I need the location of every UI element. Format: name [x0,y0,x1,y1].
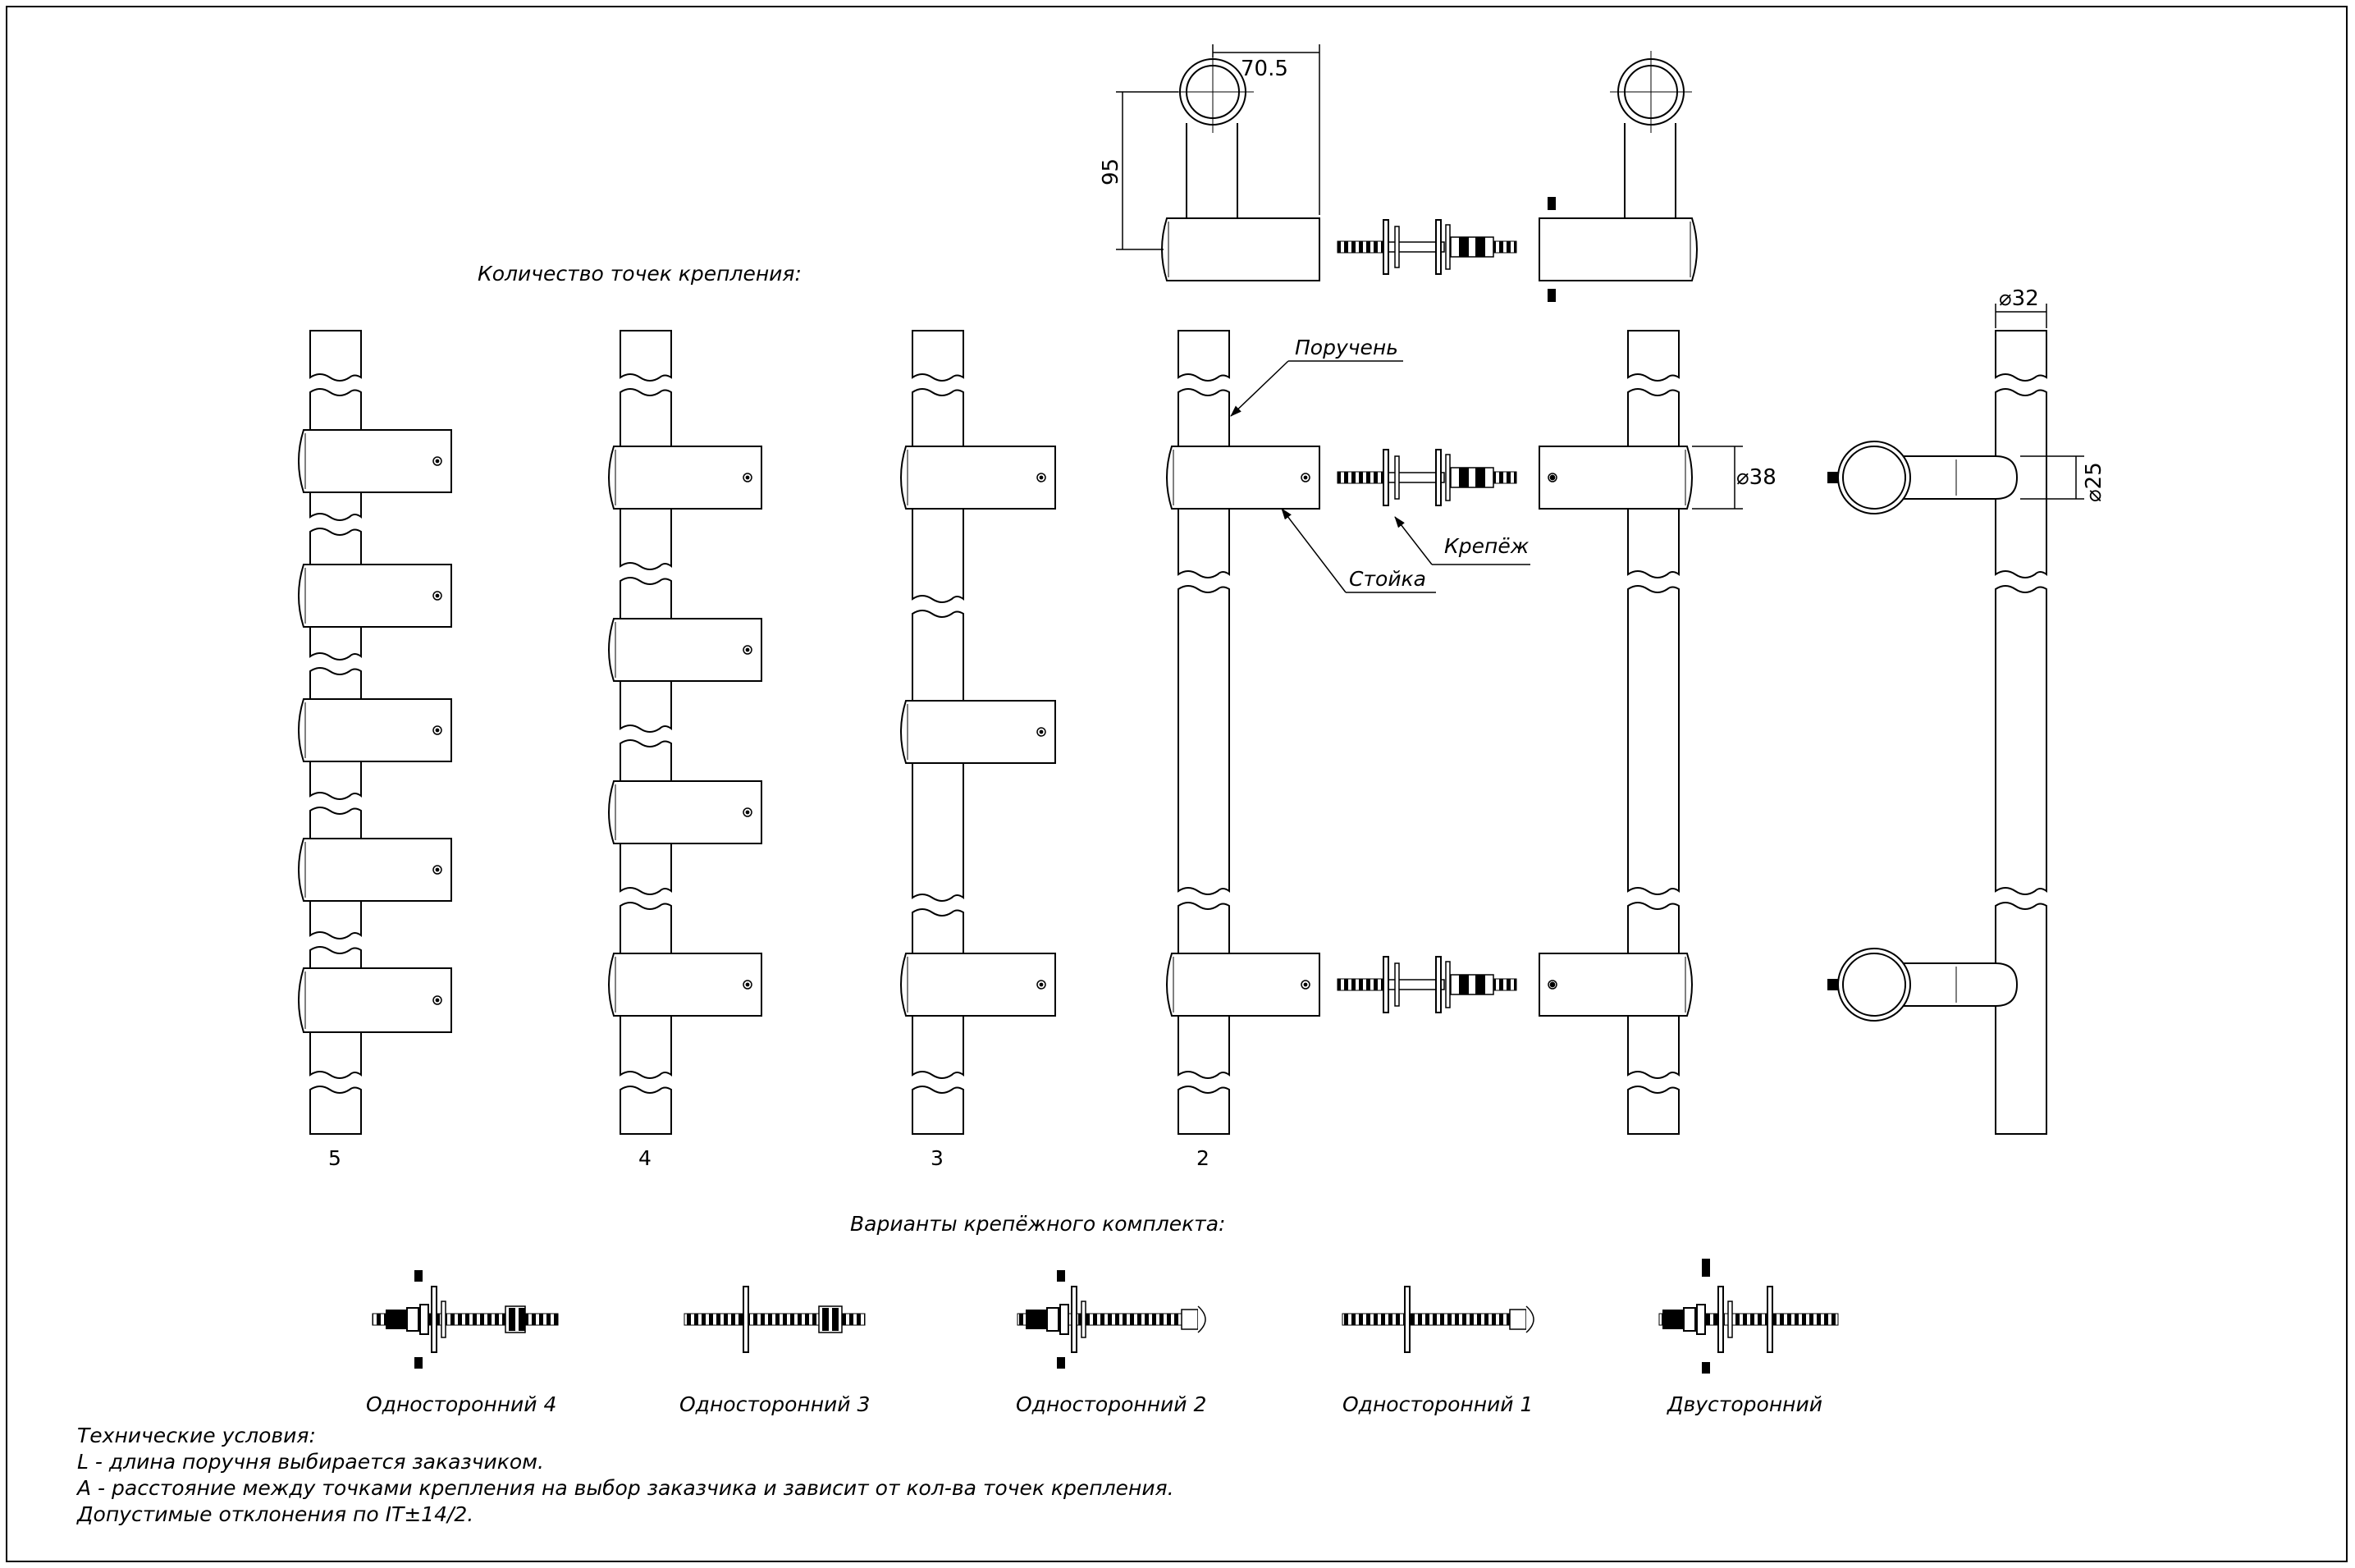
tech-conditions-line-2: A - расстояние между точками крепления н… [75,1476,1174,1500]
kit-label-one-sided-4: Односторонний 4 [366,1392,556,1416]
sheet-border [6,6,2348,1562]
dimension-width-label: 70.5 [1241,57,1288,81]
rail-column-1 [1539,330,1693,1135]
tech-conditions-line-1: L - длина поручня выбирается заказчиком. [77,1450,544,1474]
dimension-tube-diameter-label: ⌀32 [1999,286,2039,311]
rail-column-5 [298,330,452,1135]
fastener-exploded-row-2 [1337,956,1517,1013]
dimension-post-diameter [1692,446,1743,510]
callout-fastener: Крепёж [1444,534,1530,558]
column-label-2: 2 [1196,1146,1210,1170]
column-label-4: 4 [638,1146,652,1170]
heading-kit-variants: Варианты крепёжного комплекта: [850,1212,1225,1236]
heading-attachment-points: Количество точек крепления: [478,262,802,286]
rail-column-2 [1166,330,1320,1135]
tech-conditions-title: Технические условия: [77,1424,316,1447]
dimension-tube-diameter [1995,304,2047,328]
dimension-post-diameter-label: ⌀38 [1736,465,1777,490]
kit-variant-one-sided-2 [1017,1270,1206,1369]
kit-variant-one-sided-4 [372,1270,559,1369]
dimension-rod-diameter-label: ⌀25 [2082,462,2106,502]
kit-label-one-sided-3: Односторонний 3 [679,1392,870,1416]
column-label-3: 3 [931,1146,944,1170]
dimension-rod-diameter [2020,455,2084,500]
kit-label-double-sided: Двусторонний [1667,1392,1822,1416]
kit-label-one-sided-1: Односторонний 1 [1342,1392,1533,1416]
bracket-detail-view-2 [1539,51,1698,302]
kit-label-one-sided-2: Односторонний 2 [1016,1392,1206,1416]
kit-variant-double-sided [1658,1259,1839,1374]
bracket-detail-view [1161,51,1320,281]
dimension-height-label: 95 [1099,158,1123,185]
column-label-5: 5 [328,1146,341,1170]
kit-variant-one-sided-3 [684,1286,866,1353]
fastener-exploded-top-view [1337,219,1517,275]
rail-column-3 [900,330,1056,1135]
callout-post: Стойка [1349,567,1426,591]
kit-variant-one-sided-1 [1342,1286,1534,1353]
callout-lines [1230,360,1530,593]
rail-side-view [1827,330,2047,1135]
tech-conditions-line-3: Допустимые отклонения по IT±14/2. [76,1502,473,1526]
dimension-width-70-5 [1212,44,1320,215]
fastener-exploded-row-1 [1337,449,1517,506]
dimension-height-95 [1116,91,1178,250]
rail-column-4 [608,330,762,1135]
callout-handrail: Поручень [1295,336,1398,359]
